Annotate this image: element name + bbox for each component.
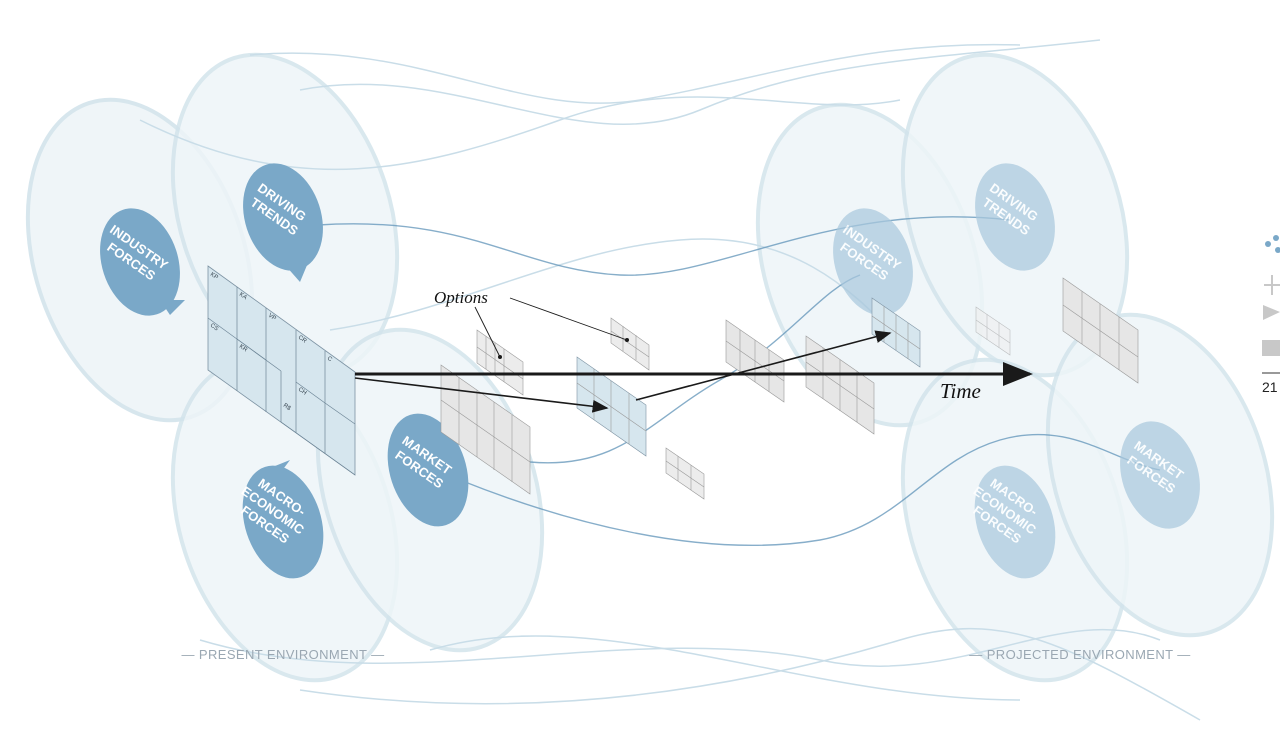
projected-environment-label: — PROJECTED ENVIRONMENT — — [969, 647, 1190, 662]
option-canvas-faint-projected — [975, 306, 1011, 356]
canvas-code-kr: KR — [238, 344, 249, 354]
canvas-code-cr: CR — [297, 335, 308, 345]
option-canvases — [440, 277, 1139, 500]
curve-top-3 — [299, 39, 1101, 125]
market-forces-bubble-projected: MARKET FORCES — [1120, 421, 1200, 529]
present-force-bubbles: INDUSTRY FORCES DRIVING TRENDS MACRO- EC… — [100, 163, 469, 579]
driving-trends-bubble-present: DRIVING TRENDS — [243, 163, 323, 282]
projected-force-bubbles: INDUSTRY FORCES DRIVING TRENDS MACRO- EC… — [833, 163, 1200, 579]
canvas-code-vp: VP — [267, 313, 277, 323]
projected-environment-rings — [755, 52, 1275, 683]
present-environment-label: — PRESENT ENVIRONMENT — — [181, 647, 384, 662]
curve-bot-3 — [199, 628, 1161, 667]
faint-connector-curves — [139, 39, 1201, 721]
business-model-canvas-present: KP KA VP CR C KR CH CS R$ — [207, 265, 356, 476]
options-annotation: Options — [434, 288, 629, 359]
curve-bot-1 — [299, 627, 1201, 721]
option-canvas-grey-small-1 — [476, 329, 524, 396]
canvas-code-ch: CH — [297, 387, 308, 397]
canvas-code-c: C — [326, 356, 334, 364]
canvas-code-ka: KA — [238, 292, 248, 302]
industry-forces-bubble-present: INDUSTRY FORCES — [100, 208, 185, 316]
macro-economic-forces-bubble-present: MACRO- ECONOMIC FORCES — [238, 460, 324, 579]
option-arrows — [354, 330, 892, 413]
time-label: Time — [940, 379, 981, 403]
option-canvas-blue-mid — [576, 356, 647, 457]
time-axis: Time — [355, 362, 1033, 403]
macro-economic-forces-bubble-projected: MACRO- ECONOMIC FORCES — [970, 465, 1056, 579]
curve-top-1 — [249, 43, 1021, 104]
canvas-code-cs: CS — [209, 323, 219, 333]
industry-forces-bubble-projected: INDUSTRY FORCES — [833, 208, 913, 316]
page-number: 21 — [1262, 379, 1278, 395]
option-canvas-grey-large — [440, 364, 531, 495]
option-canvas-grey-mid-2 — [805, 335, 875, 435]
option-canvas-grey-small-3 — [665, 447, 705, 500]
curve-market-to-industry — [529, 274, 861, 464]
options-label: Options — [434, 288, 488, 307]
canvas-code-kp: KP — [209, 272, 219, 282]
canvas-block-codes: KP KA VP CR C KR CH CS R$ — [209, 272, 334, 413]
option-canvas-grey-small-2 — [610, 317, 650, 371]
arrow-canvas-to-option — [354, 377, 609, 413]
canvas-code-rs: R$ — [282, 403, 292, 413]
curve-bot-2 — [429, 635, 1021, 701]
page-edge-fragment: 21 — [1262, 235, 1280, 395]
arrow-option-to-projected — [635, 330, 892, 401]
option-canvas-grey-mid — [725, 319, 785, 403]
curve-market-to-macro — [459, 433, 1161, 546]
driving-trends-bubble-projected: DRIVING TRENDS — [975, 163, 1055, 271]
option-canvas-grey-projected-large — [1062, 277, 1139, 384]
market-forces-bubble-present: MARKET FORCES — [387, 413, 469, 527]
